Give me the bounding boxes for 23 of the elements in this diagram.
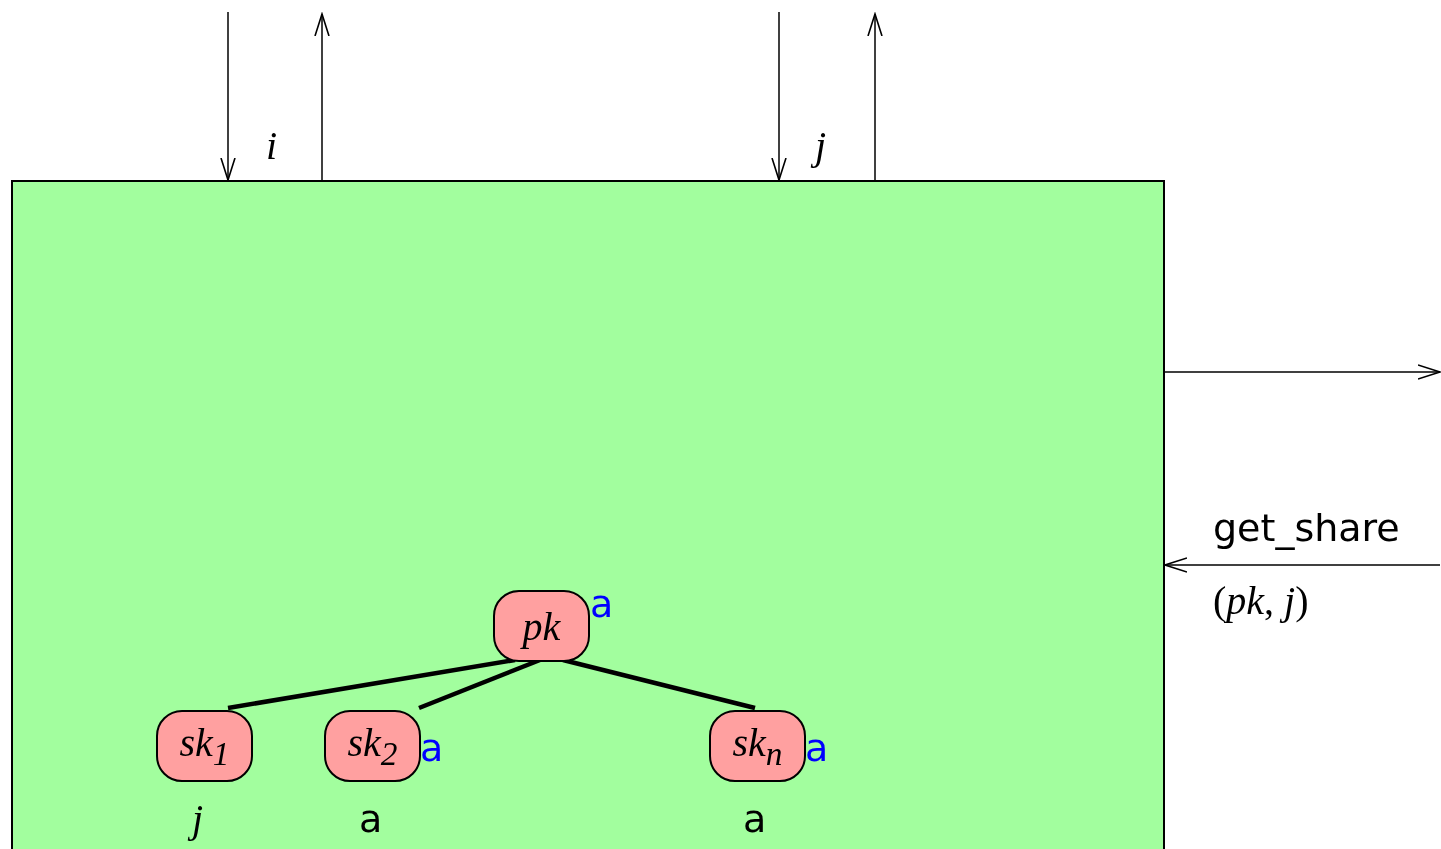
key-node — [156, 710, 253, 782]
arrow — [220, 11, 236, 181]
key-node — [709, 710, 806, 782]
key-node — [493, 590, 590, 662]
arrow — [1164, 557, 1441, 573]
superscript-mark: a — [590, 582, 614, 626]
tree-line — [227, 657, 516, 711]
node-label: sk$_{2}$ — [347, 719, 398, 773]
node-annotation: a — [743, 797, 767, 841]
math-label: (pk, j) — [1213, 577, 1309, 624]
arrow — [314, 13, 330, 181]
superscript-mark: a — [805, 726, 829, 770]
arrow — [1164, 364, 1441, 380]
node-label: pk — [522, 602, 561, 650]
system-box — [11, 180, 1165, 849]
key-node — [324, 710, 421, 782]
math-label: i — [266, 122, 278, 169]
node-annotation: a — [359, 797, 383, 841]
arrow — [867, 13, 883, 181]
node-label: sk$_{n}$ — [732, 719, 783, 773]
node-label: sk$_{1}$ — [179, 719, 230, 773]
arrow — [771, 11, 787, 181]
superscript-mark: a — [420, 726, 444, 770]
